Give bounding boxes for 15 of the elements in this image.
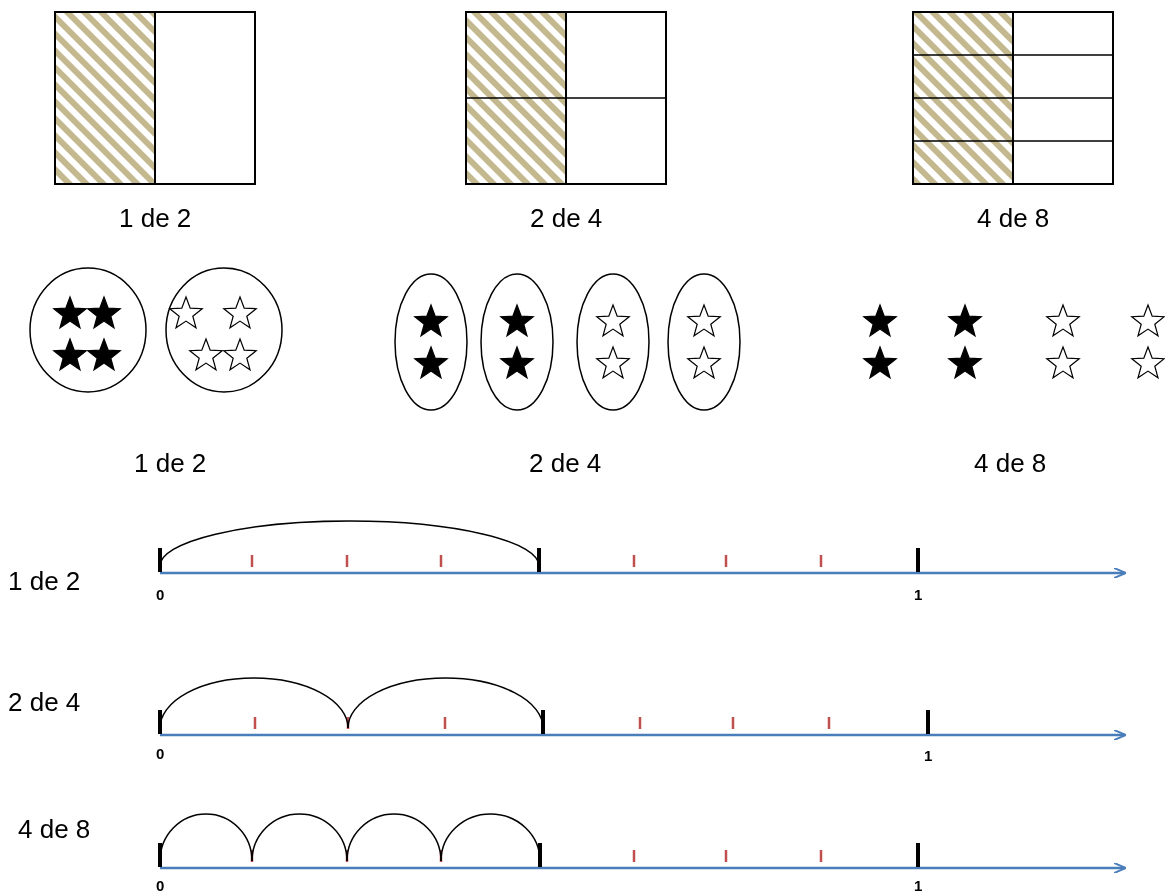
- tick-label: 1: [914, 878, 923, 893]
- tick-label: 1: [914, 587, 923, 602]
- fraction-label: 1 de 2: [134, 450, 207, 476]
- fraction-label: 4 de 8: [977, 205, 1050, 231]
- fraction-label: 1 de 2: [119, 205, 192, 231]
- fraction-label: 4 de 8: [974, 450, 1047, 476]
- tick-label: 0: [156, 878, 165, 893]
- tick-label: 1: [924, 748, 933, 763]
- fraction-label: 2 de 4: [8, 689, 81, 715]
- fraction-label: 2 de 4: [529, 450, 602, 476]
- tick-label: 0: [156, 587, 165, 602]
- fraction-label: 4 de 8: [18, 816, 91, 842]
- fraction-label: 1 de 2: [8, 568, 81, 594]
- tick-label: 0: [156, 746, 165, 761]
- fraction-label: 2 de 4: [530, 205, 603, 231]
